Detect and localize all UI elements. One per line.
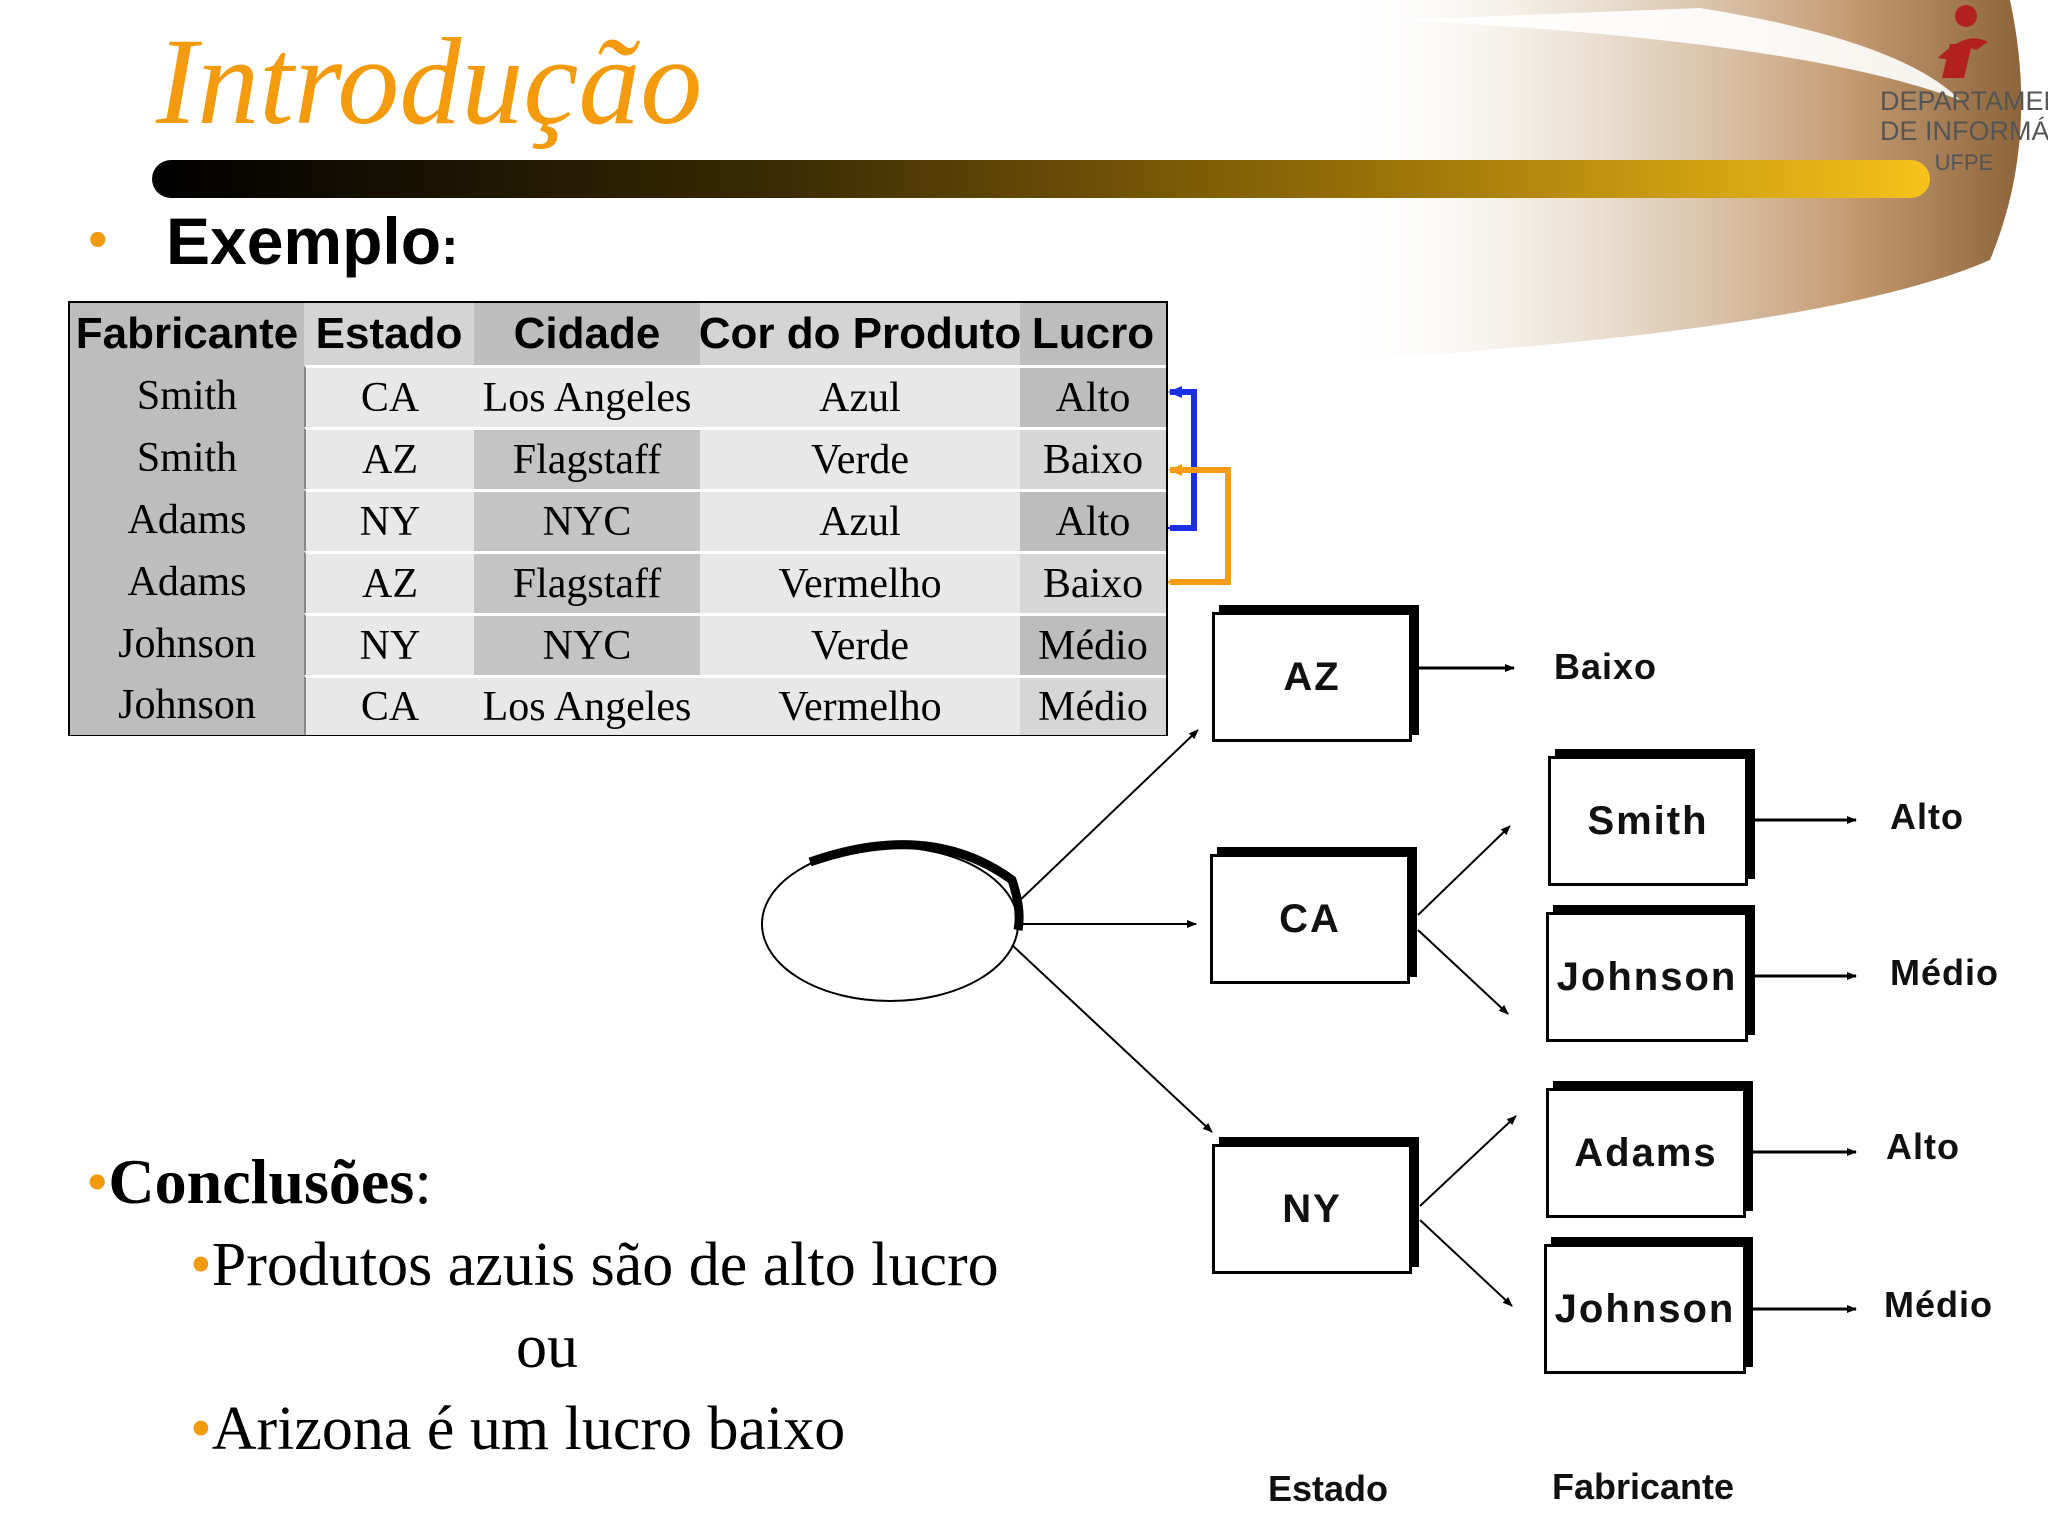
table-cell: NYC	[474, 613, 700, 675]
table-cell: Smith	[70, 427, 304, 489]
table-cell: Médio	[1020, 613, 1166, 675]
heading-text: Exemplo	[166, 204, 442, 278]
slide-title: Introdução	[156, 13, 703, 150]
table-cell: Baixo	[1020, 551, 1166, 613]
tree-leaf-label: Alto	[1890, 796, 1964, 837]
tree-state-node: CA	[1210, 854, 1410, 984]
tree-root-ellipse	[761, 846, 1019, 1002]
table-cell: AZ	[304, 427, 474, 489]
table-header-cell: Fabricante	[70, 303, 304, 365]
tree-level-label-manufacturer: Fabricante	[1552, 1466, 1735, 1507]
heading-exemplo: Exemplo:	[166, 202, 458, 281]
edge-ca-johnson	[1417, 929, 1509, 1015]
tree-state-node: AZ	[1212, 612, 1412, 742]
table-cell: Flagstaff	[474, 427, 700, 489]
table-cell: Baixo	[1020, 427, 1166, 489]
conclusions-heading: •Conclusões:	[86, 1144, 432, 1221]
table-cell: AZ	[304, 551, 474, 613]
tree-manufacturer-node: Johnson	[1546, 912, 1748, 1042]
table-cell: Médio	[1020, 675, 1166, 735]
table-cell: Los Angeles	[474, 365, 700, 427]
table-cell: CA	[304, 675, 474, 735]
tree-manufacturer-node: Adams	[1546, 1088, 1746, 1218]
table-header-cell: Estado	[304, 303, 474, 365]
orange-bracket	[1158, 464, 1231, 588]
table-cell: NY	[304, 613, 474, 675]
conclusion-item-1: •Produtos azuis são de alto lucro	[190, 1228, 999, 1302]
edge-root-az	[1014, 729, 1199, 906]
table-cell: Smith	[70, 365, 304, 427]
blue-bracket	[1158, 386, 1197, 534]
table-cell: NYC	[474, 489, 700, 551]
logo-line-1: DEPARTAMENTO	[1880, 86, 2048, 116]
conclusion-bullet: •	[190, 1231, 212, 1299]
table-cell: Adams	[70, 551, 304, 613]
table-cell: Adams	[70, 489, 304, 551]
table-cell: Johnson	[70, 675, 304, 735]
table-cell: Flagstaff	[474, 551, 700, 613]
info-i-icon	[1938, 5, 1988, 78]
tree-leaf-label: Baixo	[1554, 646, 1658, 687]
table-cell: NY	[304, 489, 474, 551]
tree-state-node: NY	[1212, 1144, 1412, 1274]
department-logo: DEPARTAMENTO DE INFORMÁTICA UFPE	[1880, 0, 2048, 190]
table-cell: Johnson	[70, 613, 304, 675]
table-cell: Azul	[700, 365, 1020, 427]
conclusion-text: Produtos azuis são de alto lucro	[211, 1231, 999, 1299]
logo-line-3: UFPE	[1934, 150, 1994, 175]
conclusions-label: Conclusões	[108, 1146, 415, 1217]
table-header-cell: Cidade	[474, 303, 700, 365]
table-cell: Los Angeles	[474, 675, 700, 735]
conclusion-item-2: •Arizona é um lucro baixo	[190, 1392, 845, 1466]
header-swoosh-inner	[1400, 8, 1960, 100]
table-header-cell: Lucro	[1020, 303, 1166, 365]
tree-manufacturer-node: Smith	[1548, 756, 1748, 886]
tree-level-label-state: Estado	[1268, 1468, 1389, 1509]
table-cell: Azul	[700, 489, 1020, 551]
tree-leaf-label: Médio	[1884, 1284, 1993, 1325]
edge-root-ny	[1011, 944, 1213, 1133]
table-cell: Verde	[700, 427, 1020, 489]
tree-manufacturer-node: Johnson	[1544, 1244, 1746, 1374]
conclusion-connector: ou	[516, 1313, 578, 1381]
tree-leaf-label: Médio	[1890, 952, 1999, 993]
conclusion-text: Arizona é um lucro baixo	[211, 1395, 846, 1463]
table-cell: CA	[304, 365, 474, 427]
conclusions-bullet: •	[86, 1146, 109, 1217]
header-bar	[152, 160, 1930, 198]
conclusion-bullet: •	[190, 1395, 212, 1463]
heading-bullet: •	[88, 207, 108, 270]
edge-ny-johnson	[1419, 1219, 1513, 1307]
table-cell: Verde	[700, 613, 1020, 675]
edge-ca-smith	[1417, 825, 1511, 916]
tree-leaf-label: Alto	[1886, 1126, 1960, 1167]
conclusions-colon: :	[414, 1146, 432, 1217]
table-cell: Alto	[1020, 489, 1166, 551]
table-cell: Alto	[1020, 365, 1166, 427]
table-header-cell: Cor do Produto	[699, 303, 1021, 365]
table-cell: Vermelho	[700, 551, 1020, 613]
logo-line-2: DE INFORMÁTICA	[1880, 116, 2048, 146]
heading-colon: :	[441, 218, 459, 276]
table-cell: Vermelho	[700, 675, 1020, 735]
edge-ny-adams	[1419, 1115, 1517, 1207]
